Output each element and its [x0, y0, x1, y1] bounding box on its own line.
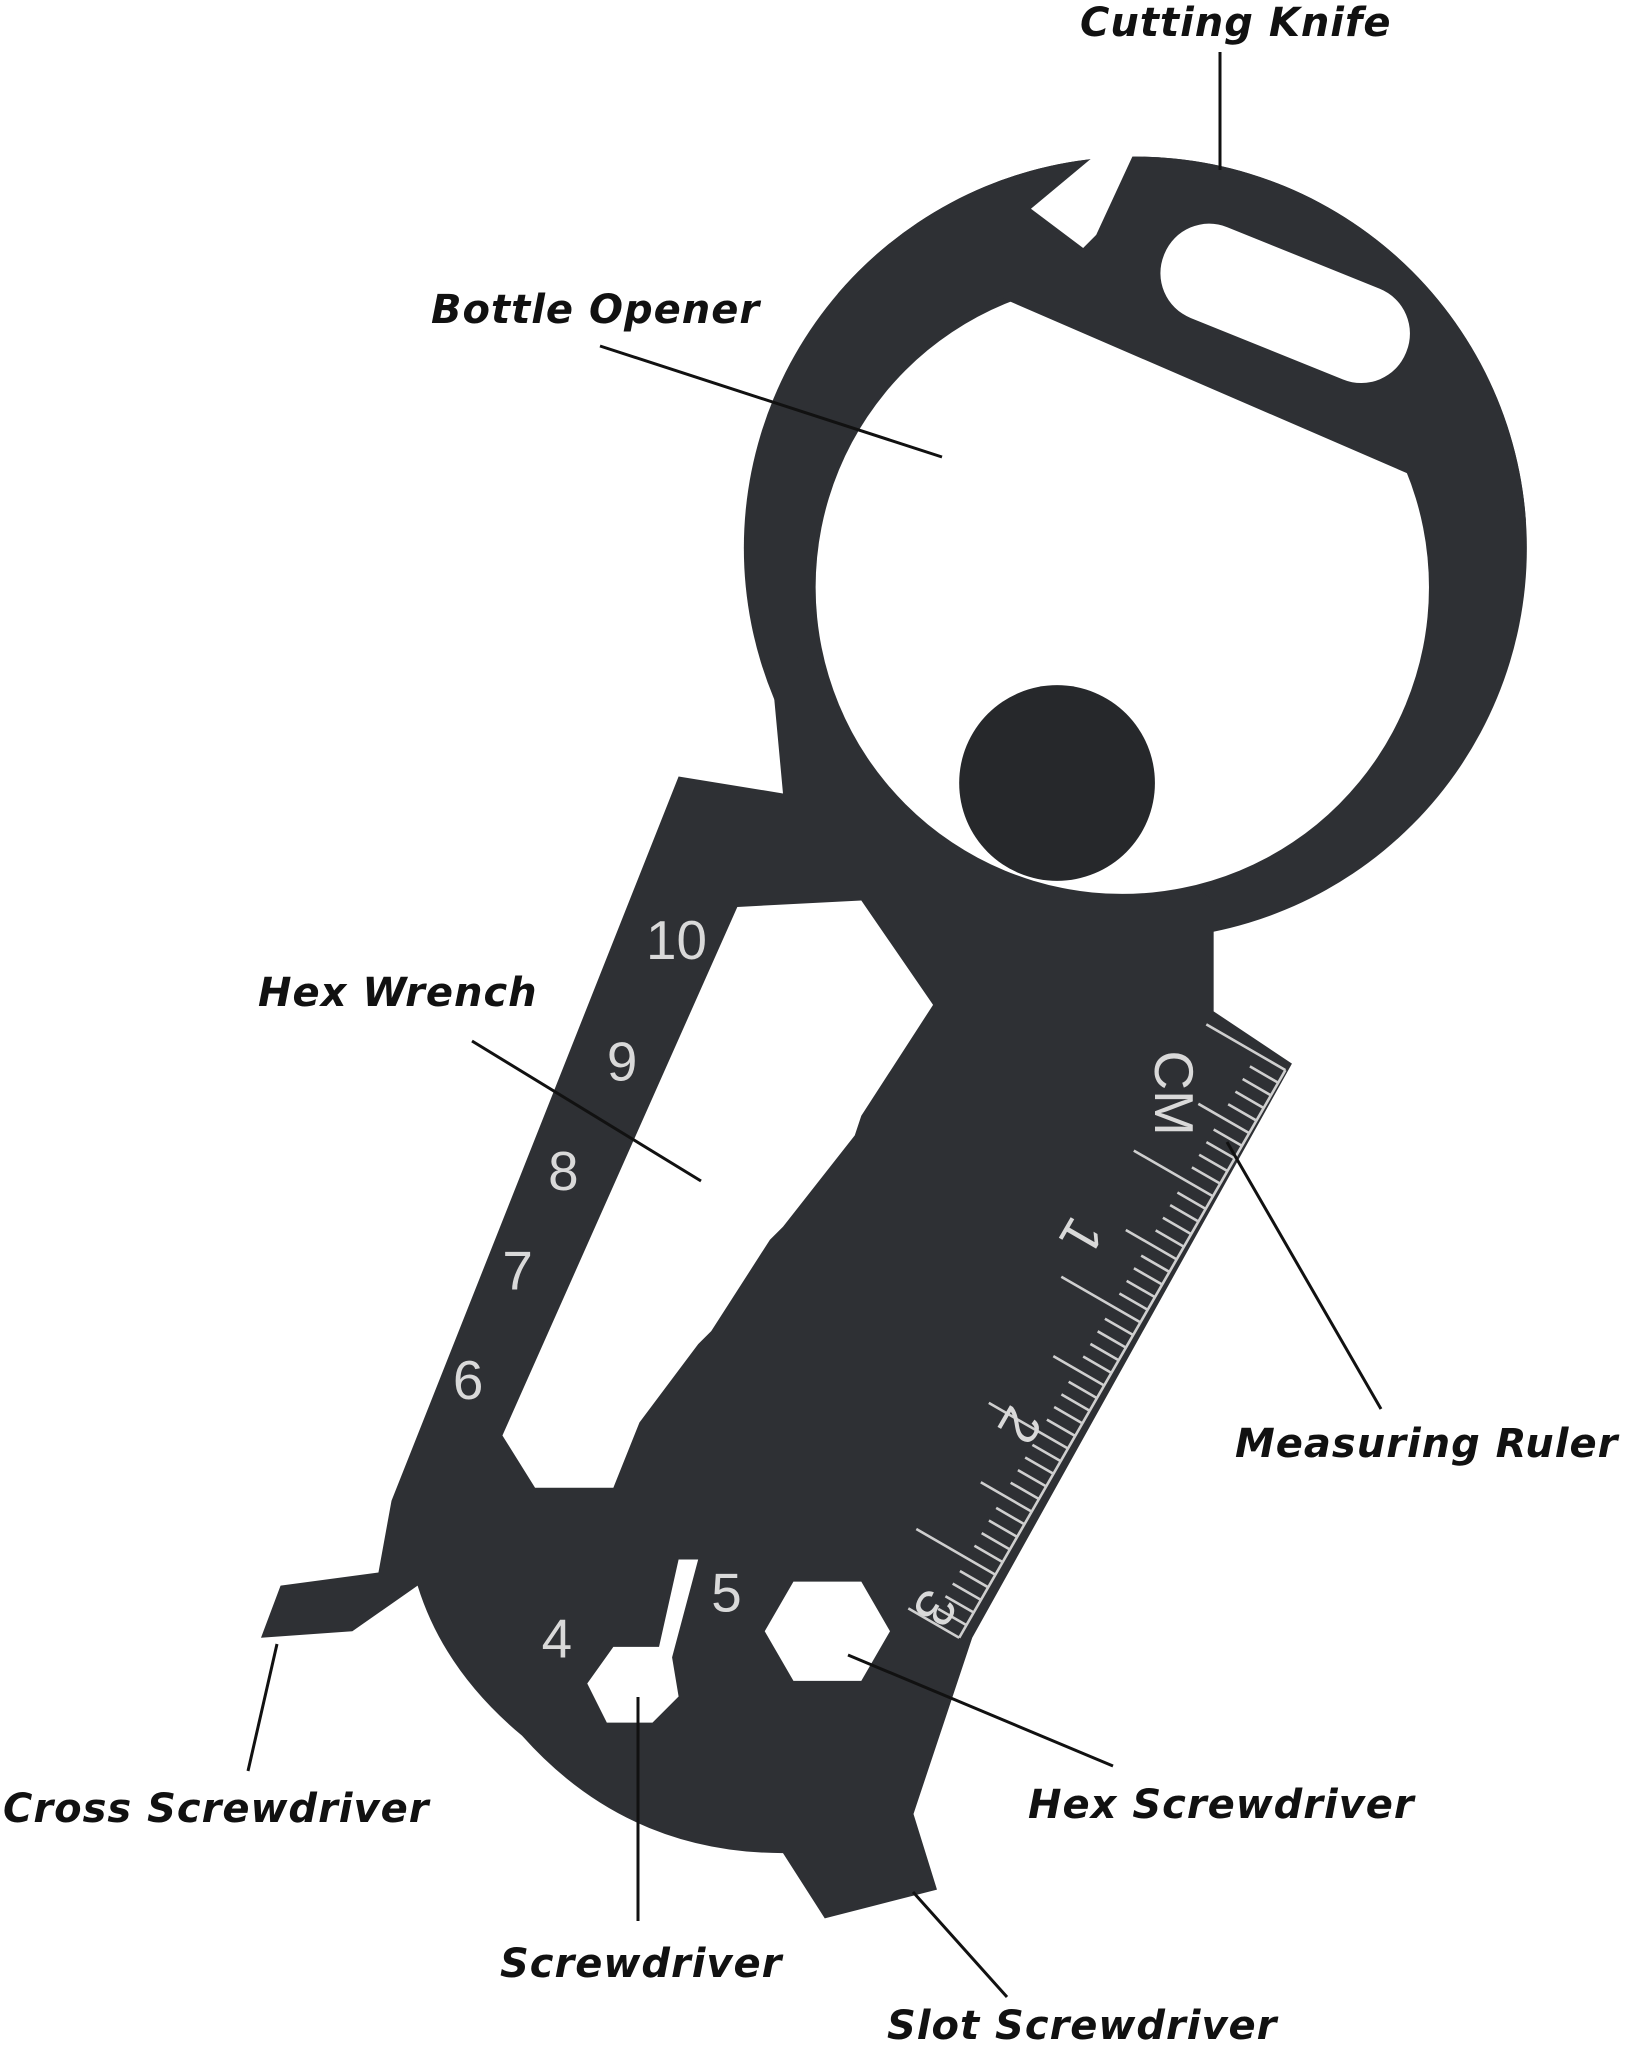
hex-screwdriver-hole	[764, 1581, 891, 1681]
ruler-tick	[1010, 1481, 1040, 1501]
leader-bottle-opener	[599, 344, 943, 459]
ruler-tick	[1169, 1204, 1200, 1223]
multitool-illustration: 10 9 8 7 6 5 4 CM 1 2 3	[261, 143, 1527, 1919]
ruler-tick	[1155, 1229, 1185, 1248]
ruler-tick	[973, 1544, 1004, 1564]
label-hex-wrench: Hex Wrench	[258, 970, 538, 1016]
ruler-tick	[1234, 1090, 1265, 1110]
ruler-tick	[1118, 1292, 1149, 1311]
ruler-tick	[1198, 1153, 1229, 1173]
leader-lines	[246, 52, 1383, 1999]
ruler-tick	[1017, 1468, 1047, 1488]
opener-lip	[959, 685, 1155, 881]
ruler-tick	[1125, 1228, 1178, 1261]
ruler-edge	[958, 1069, 1287, 1639]
leader-hex-wrench	[471, 1039, 702, 1183]
ruler-tick	[1097, 1330, 1127, 1349]
ruler-tick	[1031, 1443, 1062, 1463]
ruler-tick	[1024, 1456, 1055, 1475]
cutting-knife-notch	[1030, 143, 1136, 248]
ruler-tick	[1052, 1354, 1105, 1387]
label-screwdriver: Screwdriver	[500, 1941, 783, 1987]
ruler-tick	[1205, 1140, 1236, 1160]
wrench-size-7: 7	[502, 1239, 532, 1301]
wrench-size-8: 8	[548, 1140, 578, 1202]
ruler-tick	[981, 1532, 1011, 1551]
ruler-tick	[988, 1519, 1018, 1538]
hex-wrench-hole	[502, 900, 934, 1488]
tool-body	[261, 652, 1292, 1919]
label-bottle-opener: Bottle Opener	[431, 287, 761, 333]
ruler-tick	[959, 1569, 989, 1589]
leader-slot-screwdriver	[911, 1890, 1009, 1999]
ruler-tick	[1060, 1393, 1091, 1412]
ruler-tick	[1126, 1279, 1156, 1299]
ruler-tick	[1191, 1166, 1221, 1185]
ruler-tick	[1133, 1267, 1163, 1286]
ruler-tick	[952, 1582, 982, 1602]
ruler-tick	[980, 1481, 1033, 1513]
label-cutting-knife: Cutting Knife	[1080, 0, 1392, 46]
ruler-tick	[1089, 1342, 1120, 1362]
ruler-tick	[1162, 1216, 1192, 1236]
size-5: 5	[711, 1562, 741, 1624]
ruler-tick	[1176, 1191, 1207, 1210]
ruler-tick	[1197, 1102, 1250, 1135]
size-4: 4	[542, 1607, 572, 1669]
screwdriver-hole	[587, 1559, 699, 1723]
ruler-tick	[915, 1527, 997, 1576]
wrench-size-6: 6	[453, 1349, 483, 1411]
leader-hex-screwdriver	[847, 1653, 1114, 1768]
ruler-tick	[1060, 1275, 1142, 1324]
ruler-tick	[1104, 1317, 1134, 1337]
ruler-tick-marks	[907, 1023, 1287, 1639]
label-hex-screwdriver: Hex Screwdriver	[1028, 1782, 1415, 1828]
ruler-tick	[944, 1595, 975, 1614]
ruler-unit: CM	[1143, 1051, 1205, 1136]
ruler-tick	[1140, 1254, 1171, 1274]
ruler-tick	[1082, 1355, 1113, 1374]
wrench-size-10: 10	[646, 909, 707, 971]
ruler-tick	[1213, 1128, 1243, 1147]
ruler-tick	[907, 1607, 960, 1639]
ruler-tick	[1133, 1149, 1214, 1198]
ruler-tick	[937, 1607, 968, 1627]
leader-measuring-ruler	[1225, 1141, 1383, 1410]
leader-cross-screwdriver	[246, 1643, 279, 1772]
wrench-size-9: 9	[607, 1031, 637, 1093]
ruler-tick	[1053, 1405, 1084, 1425]
ruler-tick	[988, 1401, 1069, 1450]
label-cross-screwdriver: Cross Screwdriver	[3, 1786, 430, 1832]
ruler-tick	[1068, 1380, 1098, 1400]
label-measuring-ruler: Measuring Ruler	[1235, 1421, 1619, 1467]
label-slot-screwdriver: Slot Screwdriver	[887, 2003, 1278, 2049]
key-slot	[1160, 223, 1410, 384]
ruler-tick	[995, 1506, 1026, 1526]
ruler-tick	[1046, 1418, 1076, 1438]
ruler-tick	[1242, 1077, 1272, 1097]
ruler-tick	[1249, 1065, 1279, 1084]
ruler-tick	[1227, 1103, 1258, 1122]
ruler-tick	[1205, 1023, 1287, 1072]
